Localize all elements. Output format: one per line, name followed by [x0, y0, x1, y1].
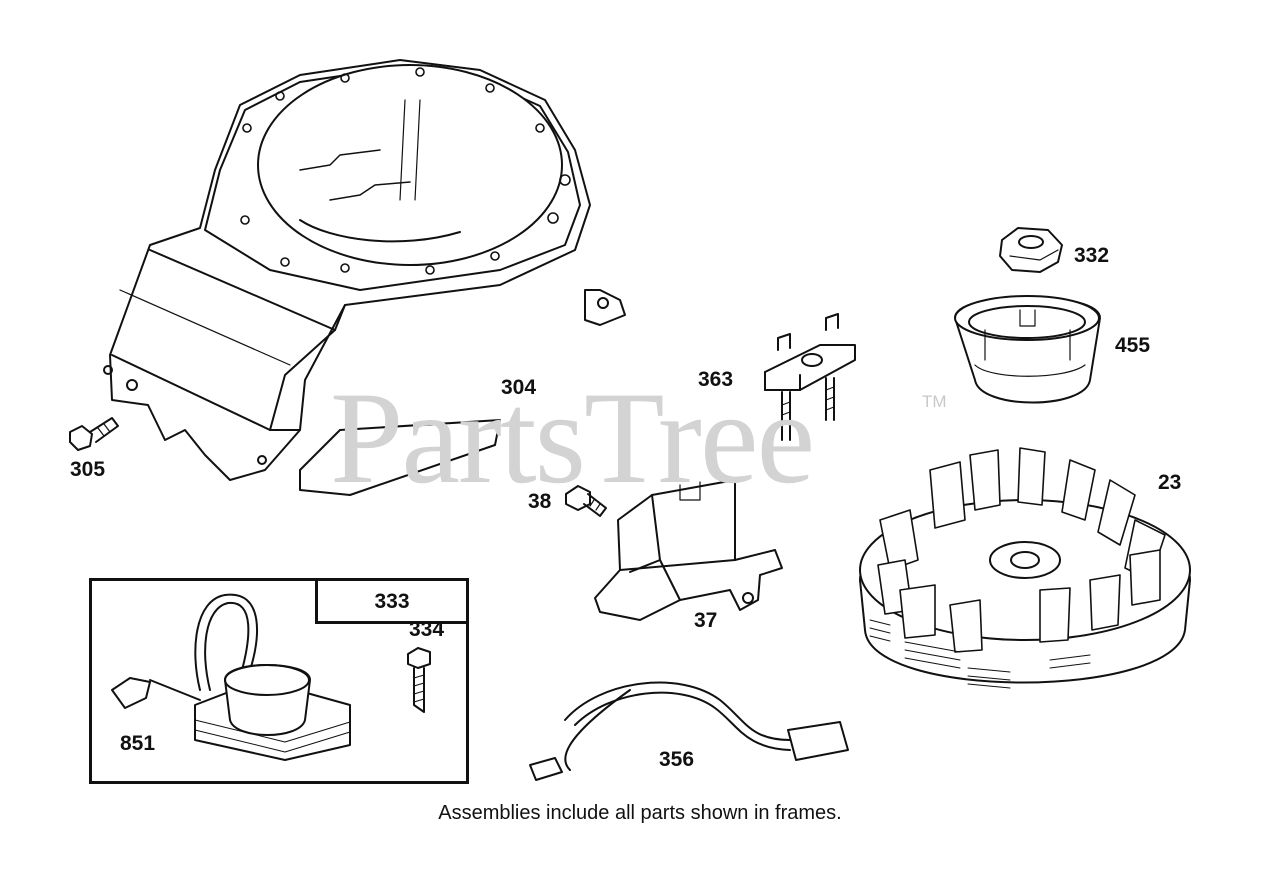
flywheel-part-23 [859, 447, 1191, 689]
wire-part-356 [529, 681, 849, 781]
assembly-frame [89, 578, 469, 784]
screw-part-334 [407, 647, 431, 713]
label-851[interactable]: 851 [120, 732, 156, 755]
air-guide-part-37 [594, 479, 783, 621]
watermark: PartsTree [330, 364, 815, 511]
label-333[interactable]: 333 [374, 590, 410, 613]
nut-part-332 [999, 227, 1063, 273]
label-455[interactable]: 455 [1115, 334, 1151, 357]
label-356[interactable]: 356 [659, 748, 695, 771]
label-23[interactable]: 23 [1158, 471, 1182, 494]
screw-part-38 [565, 485, 607, 517]
assembly-frame-label-box: 333 [315, 578, 469, 624]
ignition-coil-part-851 [111, 593, 351, 761]
label-363[interactable]: 363 [698, 368, 734, 391]
bracket-part-363 [764, 313, 856, 441]
screw-part-305 [69, 417, 119, 451]
label-305[interactable]: 305 [70, 458, 106, 481]
label-332[interactable]: 332 [1074, 244, 1110, 267]
label-304[interactable]: 304 [501, 376, 537, 399]
label-37[interactable]: 37 [694, 609, 718, 632]
trademark-mark: TM [922, 392, 947, 411]
caption-note: Assemblies include all parts shown in fr… [438, 802, 842, 824]
label-334[interactable]: 334 [409, 618, 445, 641]
blower-housing-part-304 [103, 59, 626, 496]
cup-part-455 [954, 295, 1101, 404]
label-38[interactable]: 38 [528, 490, 552, 513]
